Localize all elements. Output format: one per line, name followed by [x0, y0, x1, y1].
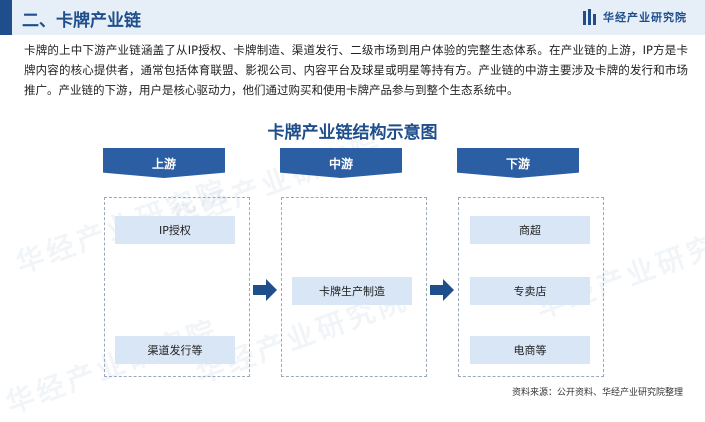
header-accent: [0, 0, 12, 35]
section-header-bar: [0, 0, 705, 35]
stage-box-upstream: [104, 197, 250, 377]
downstream-item-ecommerce: 电商等: [470, 336, 590, 364]
intro-paragraph: 卡牌的上中下游产业链涵盖了从IP授权、卡牌制造、渠道发行、二级市场到用户体验的完…: [24, 43, 688, 97]
flow-arrow-icon: [430, 279, 454, 301]
midstream-item-card-manufacturing: 卡牌生产制造: [292, 277, 412, 305]
diagram-title: 卡牌产业链结构示意图: [267, 123, 438, 143]
stage-box-midstream: [281, 197, 427, 377]
stage-box-downstream: [458, 197, 604, 377]
stage-header-downstream: 下游: [457, 148, 579, 178]
upstream-item-channel-distribution: 渠道发行等: [115, 336, 235, 364]
section-title: 二、卡牌产业链: [22, 11, 141, 31]
stage-header-upstream: 上游: [103, 148, 225, 178]
downstream-item-supermarket: 商超: [470, 216, 590, 244]
bar-logo-icon: [583, 9, 596, 25]
brand: 华经产业研究院: [583, 9, 687, 25]
source-note: 资料来源：公开资料、华经产业研究院整理: [511, 388, 683, 398]
brand-name: 华经产业研究院: [603, 11, 687, 24]
downstream-item-specialty-store: 专卖店: [470, 277, 590, 305]
stage-header-midstream: 中游: [280, 148, 402, 178]
flow-arrow-icon: [253, 279, 277, 301]
upstream-item-ip-license: IP授权: [115, 216, 235, 244]
